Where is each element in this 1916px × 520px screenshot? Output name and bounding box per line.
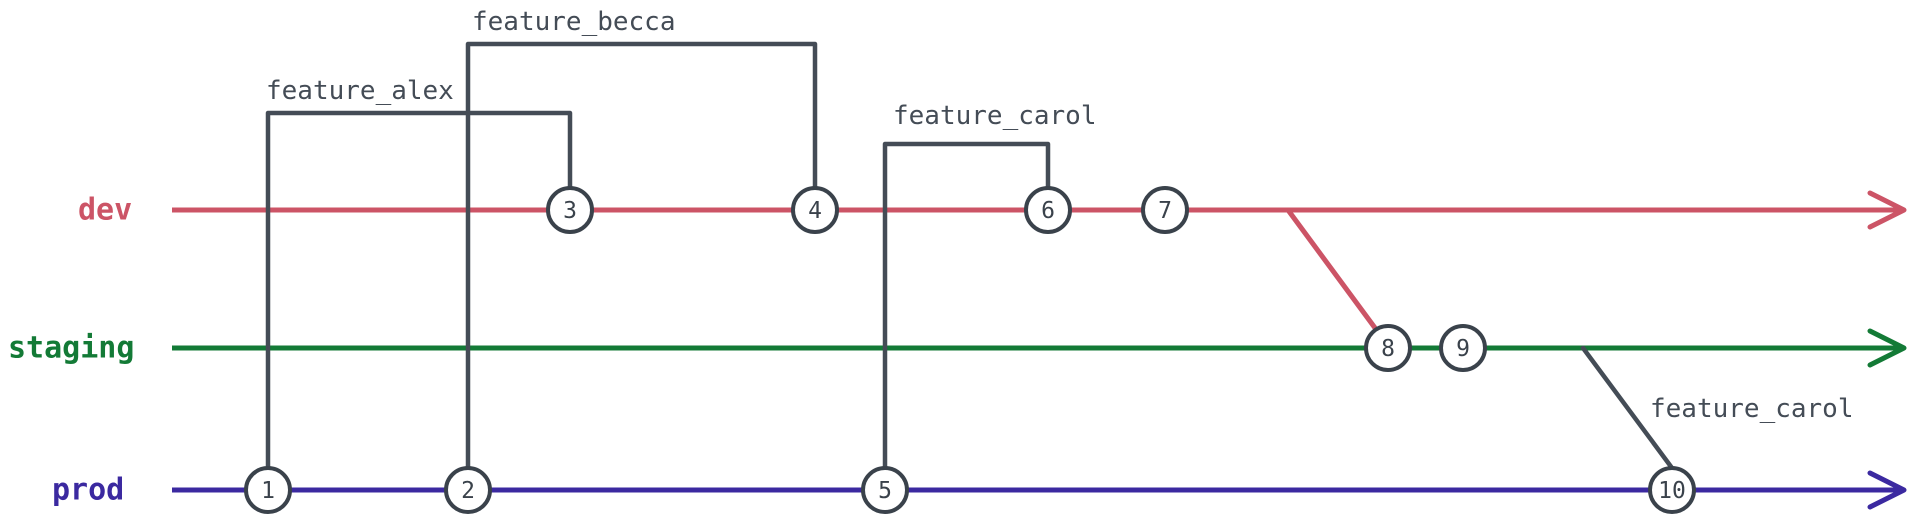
- commit-circle-2[interactable]: [444, 466, 492, 514]
- commit-number-10: 10: [1658, 478, 1686, 504]
- lane-staging: [172, 328, 1907, 368]
- commit-circle-10[interactable]: [1648, 466, 1696, 514]
- commit-number-8: 8: [1381, 336, 1395, 362]
- lane-layer: [172, 190, 1907, 510]
- commit-node-1[interactable]: 1: [244, 466, 292, 514]
- commit-circle-5[interactable]: [861, 466, 909, 514]
- commit-node-10[interactable]: 10: [1648, 466, 1696, 514]
- branch-path-feature_becca: [465, 41, 818, 493]
- commit-circle-4[interactable]: [791, 186, 839, 234]
- commit-node-5[interactable]: 5: [861, 466, 909, 514]
- commit-circle-3[interactable]: [546, 186, 594, 234]
- branch-label-feature_alex: feature_alex: [266, 76, 454, 106]
- branch-path-feature_alex: [265, 110, 573, 493]
- branch-label-feature_carol_prod: feature_carol: [1650, 394, 1854, 424]
- lane-prod: [172, 470, 1907, 510]
- branch-label-feature_carol_dev: feature_carol: [893, 101, 1097, 131]
- commit-number-3: 3: [563, 198, 577, 224]
- branch-label-feature_becca: feature_becca: [472, 7, 676, 37]
- branch-path-feature_carol_dev: [882, 141, 1051, 471]
- commit-node-3[interactable]: 3: [546, 186, 594, 234]
- commit-circle-8[interactable]: [1364, 324, 1412, 372]
- commit-circle-9[interactable]: [1439, 324, 1487, 372]
- commit-circle-1[interactable]: [244, 466, 292, 514]
- commit-number-6: 6: [1041, 198, 1055, 224]
- lane-label-prod: prod: [52, 473, 124, 508]
- commit-node-9[interactable]: 9: [1439, 324, 1487, 372]
- commit-node-4[interactable]: 4: [791, 186, 839, 234]
- lane-label-staging: staging: [8, 331, 134, 366]
- commit-number-9: 9: [1456, 336, 1470, 362]
- commit-number-2: 2: [461, 478, 475, 504]
- commit-layer: 1 2 3 4 5 6 7 8 9 10: [244, 186, 1696, 514]
- commit-circle-7[interactable]: [1141, 186, 1189, 234]
- commit-number-5: 5: [878, 478, 892, 504]
- merge-dev-to-staging: [1285, 207, 1381, 335]
- commit-number-7: 7: [1158, 198, 1172, 224]
- merge-layer: [1285, 207, 1381, 335]
- commit-node-6[interactable]: 6: [1024, 186, 1072, 234]
- branch-layer: [265, 41, 1675, 493]
- commit-node-2[interactable]: 2: [444, 466, 492, 514]
- commit-circle-6[interactable]: [1024, 186, 1072, 234]
- commit-node-7[interactable]: 7: [1141, 186, 1189, 234]
- commit-number-4: 4: [808, 198, 822, 224]
- branch-path-feature_carol_prod: [1580, 345, 1675, 471]
- commit-number-1: 1: [261, 478, 275, 504]
- label-layer: dev staging prod feature_alex feature_beccaf…: [8, 7, 1854, 508]
- commit-node-8[interactable]: 8: [1364, 324, 1412, 372]
- lane-label-dev: dev: [78, 193, 132, 228]
